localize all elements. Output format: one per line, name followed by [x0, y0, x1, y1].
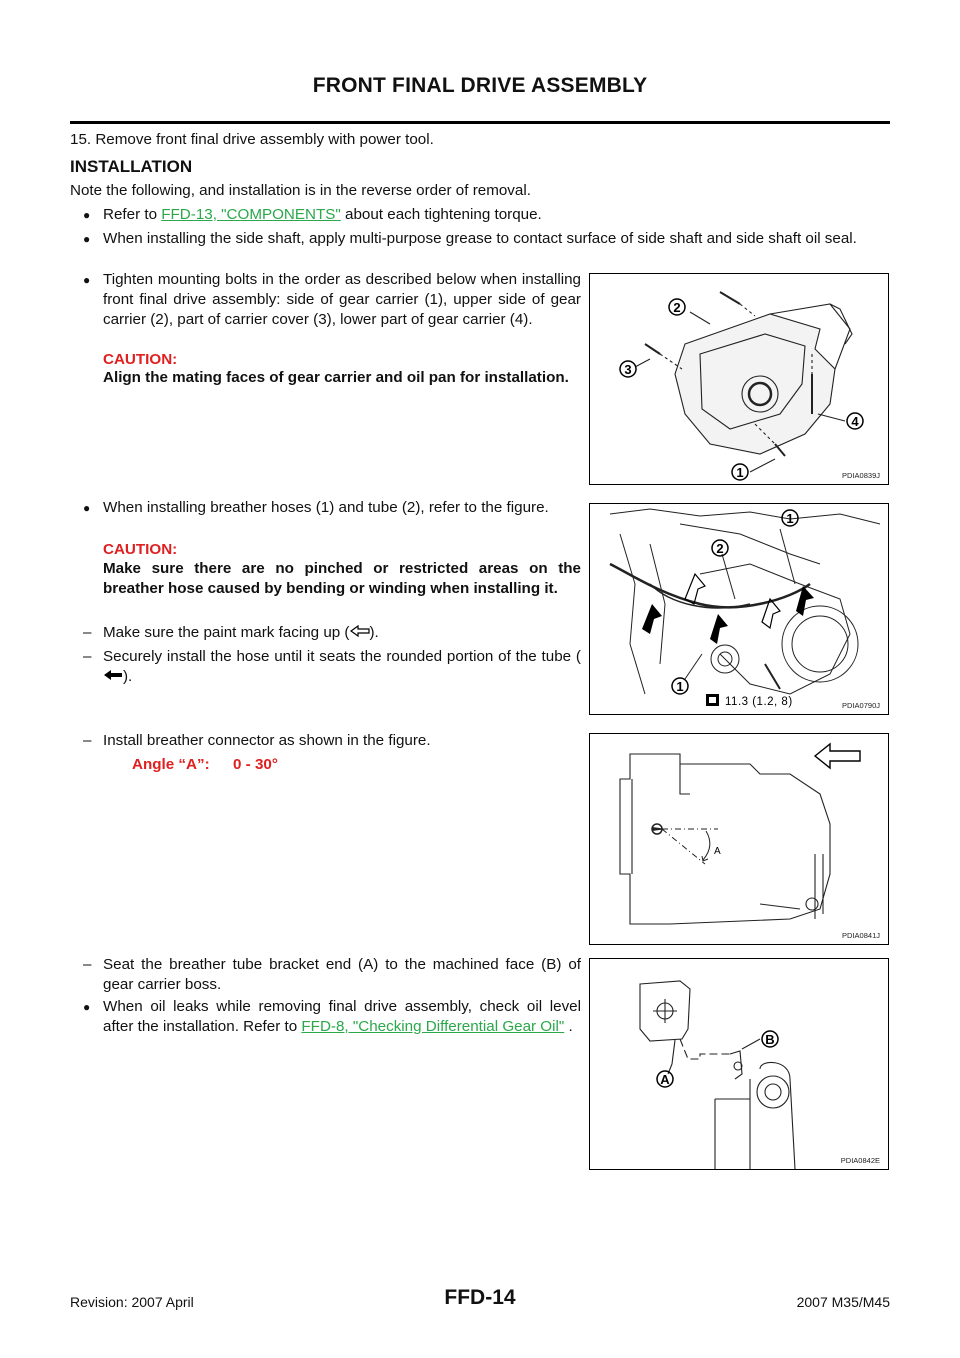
angle-label: Angle “A”:	[132, 756, 210, 773]
dash-icon: –	[83, 956, 92, 973]
front-arrow-icon	[813, 742, 861, 770]
page-title: FRONT FINAL DRIVE ASSEMBLY	[312, 74, 648, 97]
bullet-oil-leak: ● When oil leaks while removing final dr…	[83, 997, 581, 1037]
dash-bracket-seat: – Seat the breather tube bracket end (A)…	[83, 955, 581, 995]
dash-paint-mark: – Make sure the paint mark facing up ().	[83, 623, 581, 643]
dash-icon: –	[83, 648, 92, 665]
installation-heading: INSTALLATION	[70, 157, 193, 176]
dash-text: Make sure the paint mark facing up (	[103, 624, 350, 642]
installation-intro: Note the following, and installation is …	[70, 182, 531, 199]
fig4-label-A: A	[660, 1072, 670, 1087]
fig2-label-2: 2	[716, 541, 723, 556]
figure-gear-carrier-bolts: 2 3 4 1 PDIA0839J	[589, 273, 889, 485]
footer-revision: Revision: 2007 April	[70, 1294, 194, 1310]
fig1-label-2: 2	[673, 300, 680, 315]
bullet-text: about each tightening torque.	[340, 206, 542, 223]
bullet-icon: ●	[83, 1000, 91, 1014]
hollow-arrow-icon	[349, 623, 370, 643]
figure-code: PDIA0842E	[840, 1156, 880, 1165]
header-rule	[70, 121, 890, 124]
bullet-icon: ●	[83, 232, 91, 246]
figure-code: PDIA0841J	[842, 931, 880, 940]
torque-wrench-icon	[706, 694, 719, 706]
bullet-icon: ●	[83, 208, 91, 222]
bullet-text: When installing the side shaft, apply mu…	[103, 230, 857, 247]
dash-icon: –	[83, 624, 92, 641]
dash-breather-connector: – Install breather connector as shown in…	[83, 731, 581, 751]
bullet-tighten-bolts: ● Tighten mounting bolts in the order as…	[83, 270, 581, 330]
fig1-label-4: 4	[851, 414, 859, 429]
dash-text: Install breather connector as shown in t…	[103, 732, 431, 749]
bullet-text: When installing breather hoses (1) and t…	[103, 499, 549, 516]
bullet-side-shaft: ● When installing the side shaft, apply …	[83, 229, 890, 249]
caution-label-1: CAUTION:	[103, 351, 178, 368]
figure-code: PDIA0790J	[842, 701, 880, 710]
gear-oil-link[interactable]: FFD-8, "Checking Differential Gear Oil"	[301, 1018, 565, 1035]
caution-label-2: CAUTION:	[103, 541, 178, 558]
solid-arrow-icon	[103, 667, 123, 687]
fig1-label-1: 1	[736, 465, 743, 480]
dash-hose-seat: – Securely install the hose until it sea…	[83, 647, 581, 687]
bullet-breather-hoses: ● When installing breather hoses (1) and…	[83, 498, 581, 518]
fig2-label-1a: 1	[786, 511, 793, 526]
bullet-text: When oil leaks while removing final driv…	[103, 998, 581, 1035]
caution-text-1: Align the mating faces of gear carrier a…	[103, 369, 569, 386]
fig1-label-3: 3	[624, 362, 631, 377]
torque-value: 11.3 (1.2, 8)	[725, 696, 793, 708]
figure-code: PDIA0839J	[842, 471, 880, 480]
figure-bracket-face: A B PDIA0842E	[589, 958, 889, 1170]
dash-icon: –	[83, 732, 92, 749]
bullet-icon: ●	[83, 501, 91, 515]
bullet-text: .	[564, 1018, 573, 1035]
page-number: FFD-14	[444, 1286, 516, 1309]
fig2-label-1b: 1	[676, 679, 683, 694]
footer-model: 2007 M35/M45	[796, 1294, 890, 1310]
bullet-torque: ● Refer to FFD-13, "COMPONENTS" about ea…	[83, 205, 890, 225]
angle-value: 0 - 30°	[233, 756, 278, 773]
step-15: 15. Remove front final drive assembly wi…	[70, 131, 434, 148]
dash-text: ).	[123, 668, 133, 686]
dash-text: Seat the breather tube bracket end (A) t…	[103, 956, 581, 993]
figure-breather-hoses: 1 2 1 11.3 (1.2, 8) PDIA0790J	[589, 503, 889, 715]
caution-text-2: Make sure there are no pinched or restri…	[103, 560, 581, 597]
fig3-angle-label: A	[714, 846, 721, 857]
dash-text: Securely install the hose until it seats…	[103, 648, 581, 665]
bullet-text: Refer to	[103, 206, 162, 223]
components-link[interactable]: FFD-13, "COMPONENTS"	[161, 206, 341, 223]
fig4-label-B: B	[765, 1032, 774, 1047]
figure-breather-connector: A PDIA0841J	[589, 733, 889, 945]
dash-text: ).	[369, 624, 379, 642]
bullet-icon: ●	[83, 273, 91, 287]
bullet-text: Tighten mounting bolts in the order as d…	[103, 271, 581, 328]
